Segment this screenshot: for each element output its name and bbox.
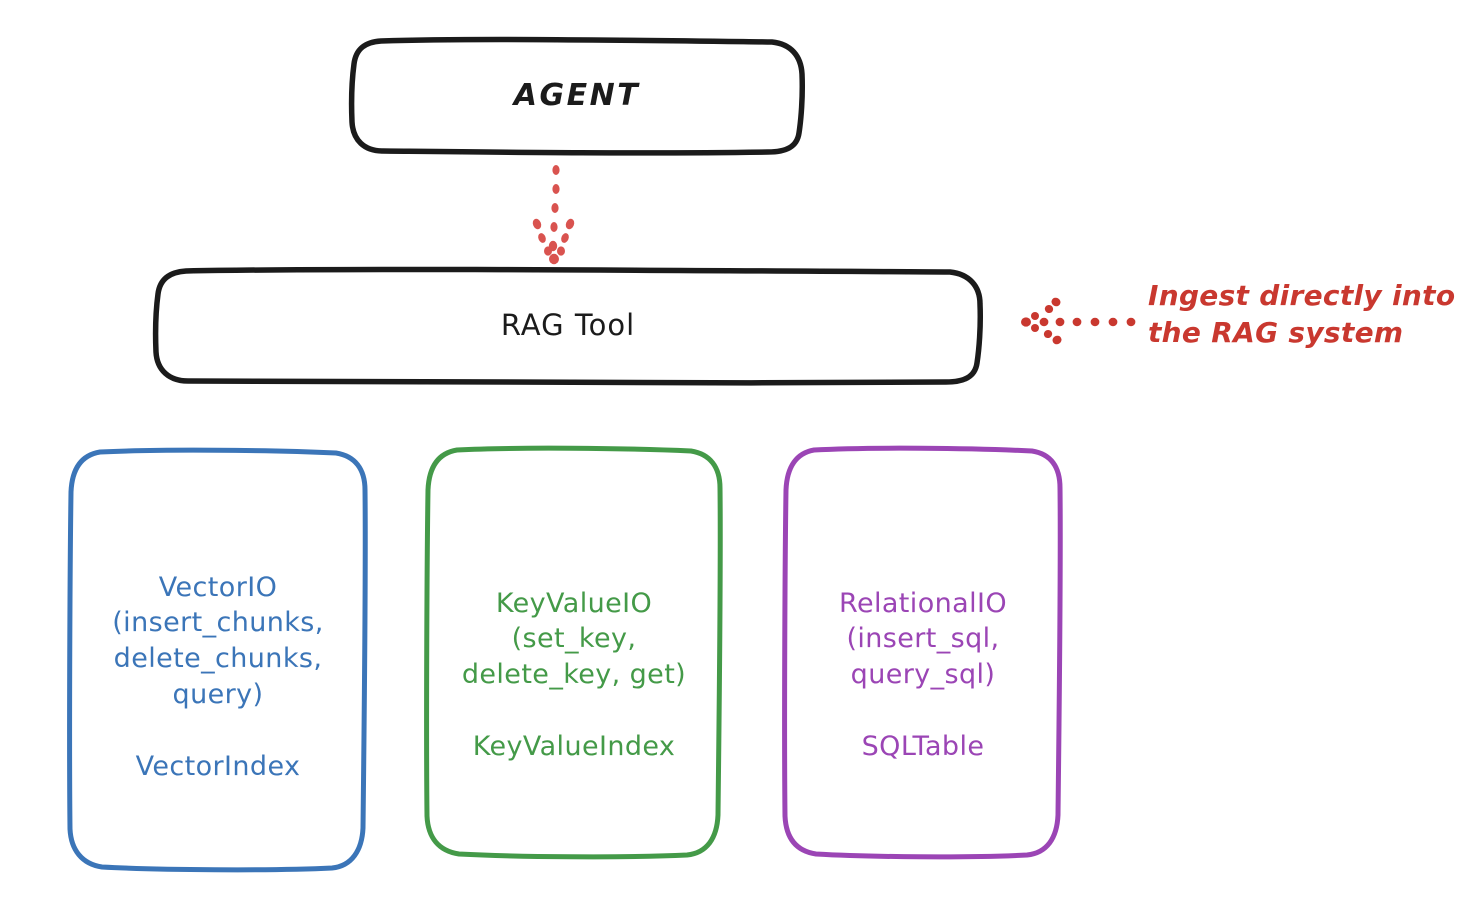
rag-tool-node-label: RAG Tool (500, 308, 636, 343)
vector-index-label: VectorIndex (135, 750, 301, 782)
agent-to-rag-arrow (532, 165, 575, 265)
ingest-annotation-text: Ingest directly into the RAG system (1148, 279, 1456, 349)
rag-tool-node[interactable]: RAG Tool (156, 270, 980, 382)
key-value-io-node[interactable]: KeyValueIO (set_key, delete_key, get) Ke… (428, 550, 720, 800)
vector-io-methods-label: VectorIO (insert_chunks, delete_chunks, … (112, 571, 324, 710)
vector-io-node[interactable]: VectorIO (insert_chunks, delete_chunks, … (70, 534, 366, 820)
key-value-io-methods-label: KeyValueIO (set_key, delete_key, get) (461, 587, 687, 690)
sql-table-label: SQLTable (861, 730, 985, 762)
agent-node-label: AGENT (513, 78, 641, 114)
relational-io-methods-label: RelationalIO (insert_sql, query_sql) (839, 587, 1007, 690)
ingest-arrow (1021, 297, 1136, 345)
agent-node[interactable]: AGENT (352, 40, 802, 153)
relational-io-node[interactable]: RelationalIO (insert_sql, query_sql) SQL… (785, 550, 1061, 800)
key-value-index-label: KeyValueIndex (472, 730, 676, 762)
